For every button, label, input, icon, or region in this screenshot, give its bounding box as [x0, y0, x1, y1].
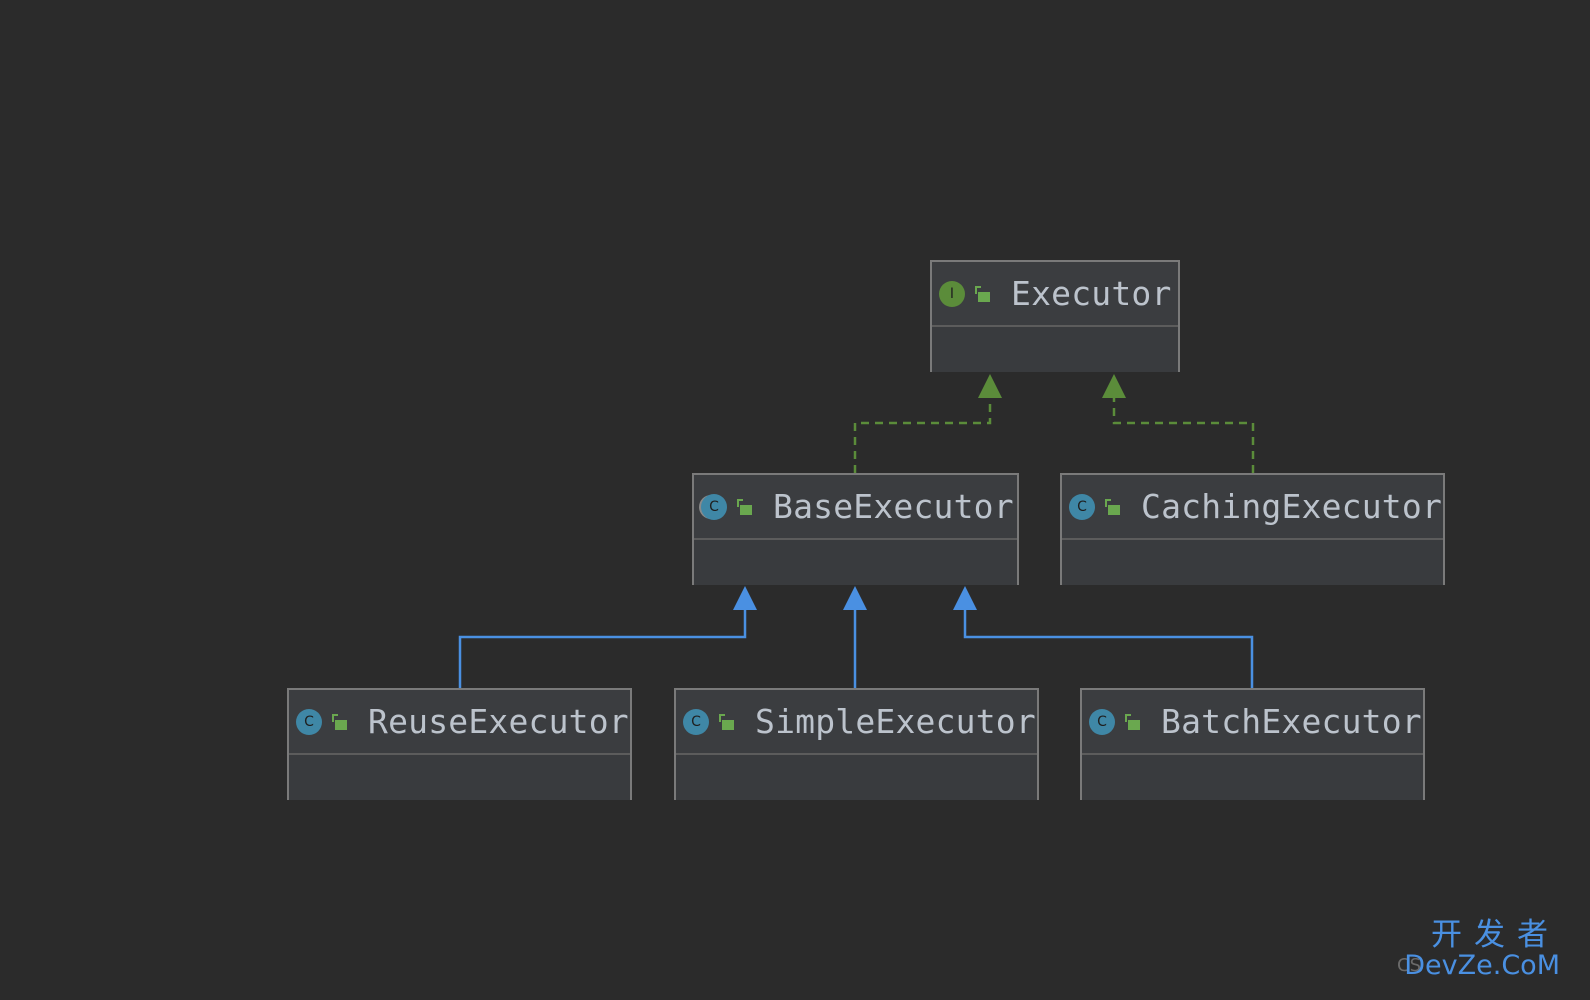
node-caching-executor-name: CachingExecutor: [1141, 487, 1442, 526]
node-base-executor-name: BaseExecutor: [773, 487, 1014, 526]
unlock-icon: [1125, 714, 1141, 730]
node-executor-members: [932, 327, 1178, 372]
node-executor[interactable]: I Executor: [930, 260, 1180, 372]
arrowhead-base-left: [733, 586, 757, 610]
extends-arrowheads: [733, 586, 977, 610]
arrowhead-executor-left: [978, 374, 1002, 398]
node-base-executor-members: [694, 540, 1017, 585]
node-simple-executor[interactable]: C SimpleExecutor: [674, 688, 1039, 800]
unlock-icon: [737, 499, 753, 515]
node-caching-executor-header: C CachingExecutor: [1062, 475, 1443, 540]
node-base-executor[interactable]: C BaseExecutor: [692, 473, 1019, 585]
node-reuse-executor-header: C ReuseExecutor: [289, 690, 630, 755]
arrowhead-executor-right: [1102, 374, 1126, 398]
node-batch-executor-name: BatchExecutor: [1161, 702, 1422, 741]
implements-arrowheads: [978, 374, 1126, 398]
unlock-icon: [332, 714, 348, 730]
node-caching-executor[interactable]: C CachingExecutor: [1060, 473, 1445, 585]
edge-reuse-to-base: [460, 608, 745, 688]
watermark: 开发者 DevZe.CoM: [1404, 918, 1560, 980]
implements-edges: [855, 396, 1253, 473]
node-batch-executor[interactable]: C BatchExecutor: [1080, 688, 1425, 800]
edge-caching-to-executor: [1114, 396, 1253, 473]
class-icon: C: [1069, 494, 1095, 520]
node-batch-executor-header: C BatchExecutor: [1082, 690, 1423, 755]
node-executor-name: Executor: [1011, 274, 1172, 313]
unlock-icon: [719, 714, 735, 730]
arrowhead-base-center: [843, 586, 867, 610]
edge-base-to-executor: [855, 396, 990, 473]
unlock-icon: [975, 286, 991, 302]
unlock-icon: [1105, 499, 1121, 515]
class-icon: C: [296, 709, 322, 735]
node-caching-executor-members: [1062, 540, 1443, 585]
node-batch-executor-members: [1082, 755, 1423, 800]
node-simple-executor-name: SimpleExecutor: [755, 702, 1036, 741]
class-icon: C: [683, 709, 709, 735]
arrowhead-base-right: [953, 586, 977, 610]
watermark-line1: 开发者: [1404, 918, 1560, 952]
node-reuse-executor-members: [289, 755, 630, 800]
watermark-line2: DevZe.CoM: [1404, 952, 1560, 980]
extends-edges: [460, 608, 1252, 688]
node-reuse-executor-name: ReuseExecutor: [368, 702, 629, 741]
node-base-executor-header: C BaseExecutor: [694, 475, 1017, 540]
node-reuse-executor[interactable]: C ReuseExecutor: [287, 688, 632, 800]
node-simple-executor-members: [676, 755, 1037, 800]
edge-batch-to-base: [965, 608, 1252, 688]
node-simple-executor-header: C SimpleExecutor: [676, 690, 1037, 755]
class-icon: C: [1089, 709, 1115, 735]
abstract-class-icon: C: [701, 494, 727, 520]
interface-icon: I: [939, 281, 965, 307]
node-executor-header: I Executor: [932, 262, 1178, 327]
